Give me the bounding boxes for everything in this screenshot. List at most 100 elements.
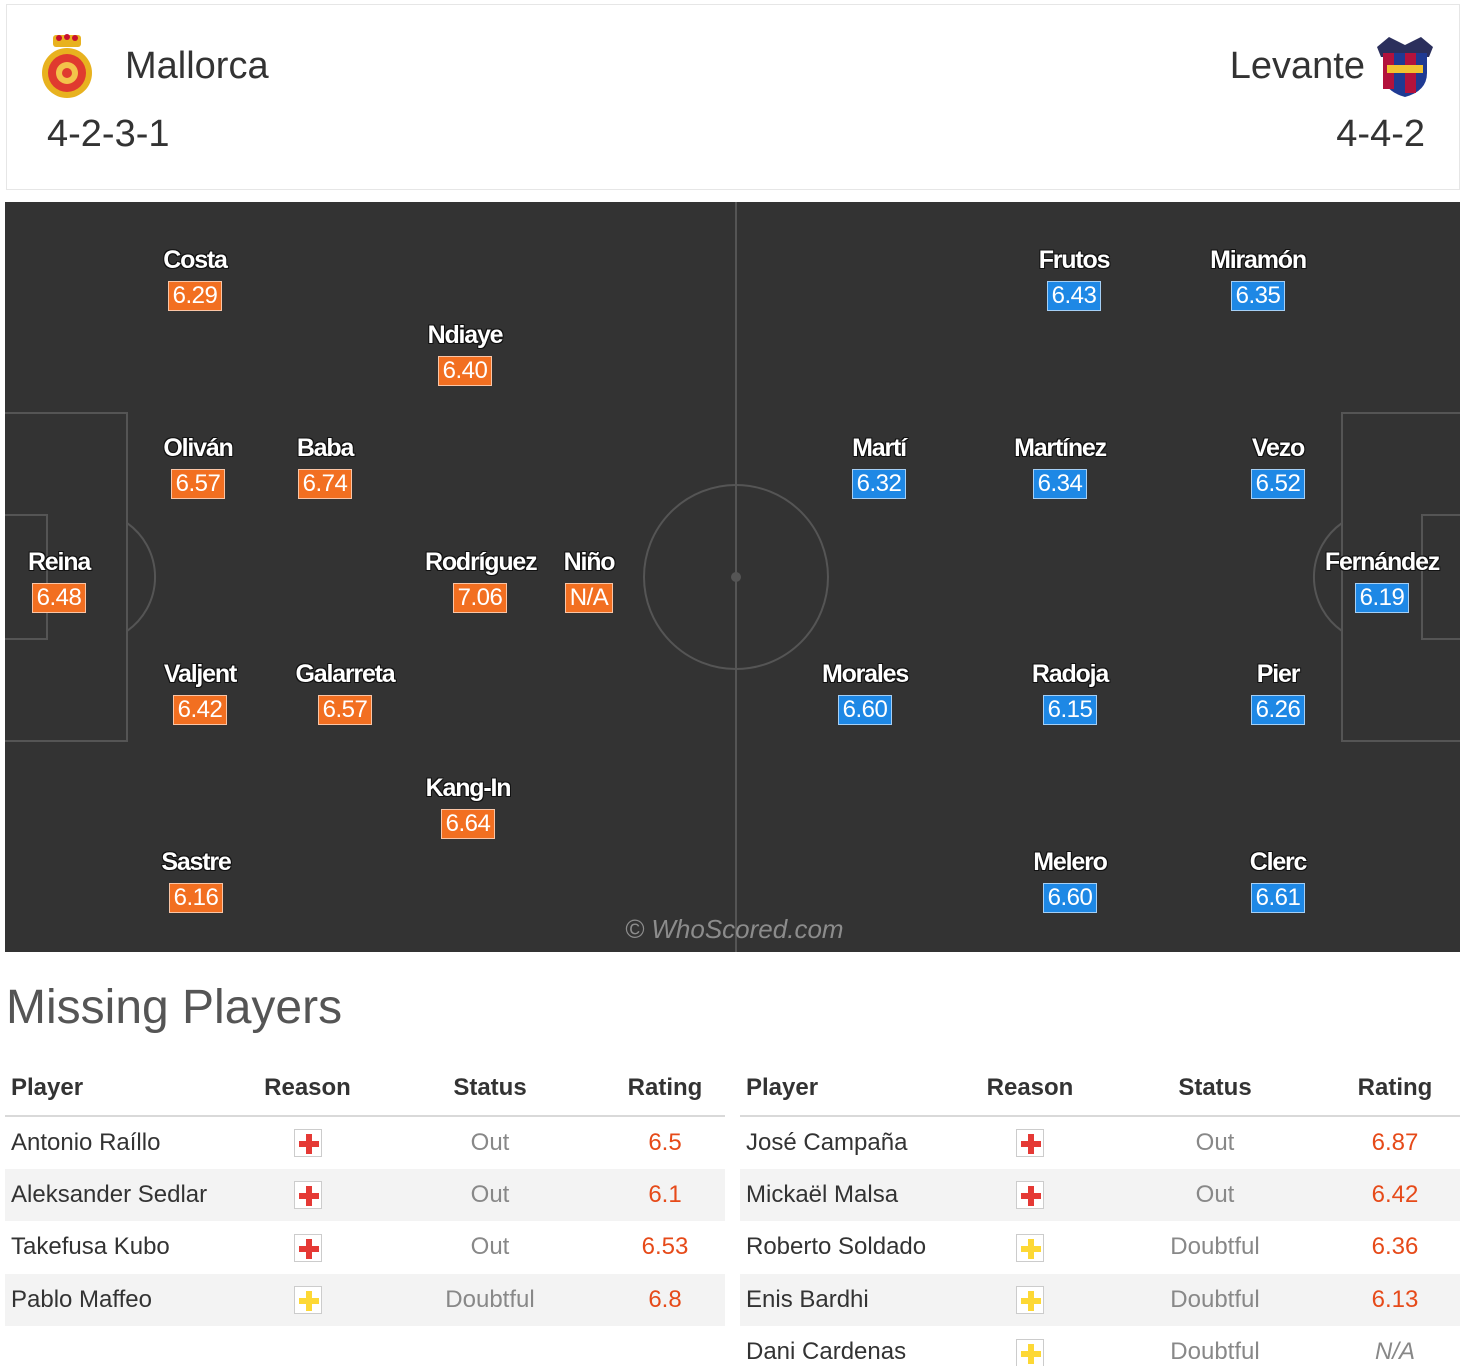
- rating: 6.42: [1330, 1168, 1460, 1221]
- injury-icon[interactable]: [1016, 1129, 1044, 1158]
- away-player[interactable]: Fernández 6.19: [1323, 548, 1441, 613]
- table-row: Mickaël Malsa Out 6.42: [740, 1168, 1460, 1221]
- doubtful-icon[interactable]: [293, 1286, 322, 1315]
- column-header-player[interactable]: Player: [5, 1060, 240, 1117]
- player-name: Radoja: [1031, 660, 1109, 688]
- player-name[interactable]: Pablo Maffeo: [5, 1273, 240, 1326]
- home-player[interactable]: Galarreta 6.57: [293, 660, 397, 725]
- player-rating: 6.52: [1250, 469, 1306, 499]
- player-rating: 6.16: [168, 883, 224, 913]
- player-name[interactable]: Dani Cardenas: [746, 1338, 907, 1366]
- table-header-row: Player Reason Status Rating: [740, 1060, 1460, 1117]
- column-header-reason[interactable]: Reason: [240, 1060, 375, 1117]
- player-rating: 6.34: [1032, 469, 1088, 499]
- player-name: Fernández: [1324, 548, 1440, 576]
- pitch-lines: [5, 202, 1460, 952]
- player-name[interactable]: José Campaña: [746, 1128, 908, 1156]
- reason-cell: [240, 1273, 375, 1326]
- player-rating: 6.26: [1250, 695, 1306, 725]
- away-player[interactable]: Vezo 6.52: [1245, 434, 1311, 499]
- injury-icon[interactable]: [293, 1181, 322, 1210]
- doubtful-icon[interactable]: [1016, 1286, 1044, 1315]
- away-player[interactable]: Clerc 6.61: [1245, 848, 1311, 913]
- doubtful-icon[interactable]: [1016, 1233, 1044, 1262]
- home-player[interactable]: Valjent 6.42: [160, 660, 240, 725]
- home-player[interactable]: Sastre 6.16: [160, 848, 232, 913]
- home-player[interactable]: Oliván 6.57: [160, 434, 236, 499]
- player-name[interactable]: Mickaël Malsa: [740, 1168, 960, 1221]
- home-team-name[interactable]: Mallorca: [125, 45, 269, 87]
- home-player[interactable]: Kang-In 6.64: [425, 774, 512, 839]
- player-name[interactable]: Enis Bardhi: [740, 1273, 960, 1326]
- rating: 6.53: [641, 1233, 689, 1261]
- home-player[interactable]: Baba 6.74: [293, 434, 357, 499]
- table-row: Antonio Raíllo Out 6.5: [5, 1116, 725, 1169]
- column-header-status[interactable]: Status: [1100, 1060, 1330, 1117]
- home-formation: 4-2-3-1: [47, 113, 170, 155]
- table-row: Enis Bardhi Doubtful 6.13: [740, 1273, 1460, 1326]
- away-player[interactable]: Miramón 6.35: [1205, 246, 1311, 311]
- home-player[interactable]: Costa 6.29: [160, 246, 230, 311]
- injury-icon[interactable]: [293, 1129, 322, 1158]
- player-rating: 6.43: [1046, 281, 1102, 311]
- reason-cell: [240, 1221, 375, 1274]
- player-name: Reina: [27, 548, 91, 576]
- table-row: Takefusa Kubo Out 6.53: [5, 1221, 725, 1274]
- player-name[interactable]: Aleksander Sedlar: [5, 1168, 240, 1221]
- away-team-name[interactable]: Levante: [1229, 45, 1365, 87]
- status: Out: [470, 1233, 510, 1261]
- away-player[interactable]: Pier 6.26: [1245, 660, 1311, 725]
- levante-crest-icon[interactable]: [1373, 33, 1437, 104]
- away-missing-table: Player Reason Status Rating José Campaña…: [740, 1060, 1460, 1366]
- status: Doubtful: [1170, 1338, 1260, 1366]
- player-name: Costa: [163, 246, 228, 274]
- player-rating: 6.40: [437, 356, 493, 386]
- player-rating: 6.35: [1230, 281, 1286, 311]
- player-name: Oliván: [163, 434, 233, 462]
- away-player[interactable]: Martí 6.32: [843, 434, 915, 499]
- away-player[interactable]: Melero 6.60: [1025, 848, 1115, 913]
- watermark: © WhoScored.com: [625, 914, 844, 944]
- player-name: Clerc: [1249, 848, 1308, 876]
- away-player[interactable]: Morales 6.60: [815, 660, 915, 725]
- player-rating: 6.42: [172, 695, 228, 725]
- doubtful-icon[interactable]: [1016, 1338, 1044, 1366]
- player-name[interactable]: Roberto Soldado: [746, 1233, 927, 1261]
- player-rating: 7.06: [452, 583, 508, 613]
- match-header: Mallorca 4-2-3-1 Levante 4-4-2: [6, 4, 1460, 190]
- rating: N/A: [1374, 1338, 1415, 1366]
- column-header-status[interactable]: Status: [375, 1060, 605, 1117]
- player-name: Martí: [852, 434, 907, 462]
- away-player[interactable]: Radoja 6.15: [1025, 660, 1115, 725]
- reason-cell: [960, 1326, 1100, 1366]
- player-name: Sastre: [161, 848, 231, 876]
- player-name: Rodríguez: [425, 548, 538, 576]
- player-name[interactable]: Takefusa Kubo: [11, 1233, 170, 1261]
- player-name[interactable]: Antonio Raíllo: [11, 1128, 161, 1156]
- player-rating: 6.48: [31, 583, 87, 613]
- player-rating: 6.19: [1354, 583, 1410, 613]
- injury-icon[interactable]: [1016, 1181, 1044, 1210]
- mallorca-crest-icon[interactable]: [39, 33, 95, 106]
- column-header-rating[interactable]: Rating: [1330, 1060, 1460, 1117]
- column-header-reason[interactable]: Reason: [960, 1060, 1100, 1117]
- player-rating: 6.57: [170, 469, 226, 499]
- player-rating: 6.64: [440, 809, 496, 839]
- reason-cell: [240, 1116, 375, 1169]
- player-rating: N/A: [564, 583, 614, 613]
- injury-icon[interactable]: [293, 1233, 322, 1262]
- column-header-player[interactable]: Player: [740, 1060, 960, 1117]
- missing-players-title: Missing Players: [6, 981, 343, 1034]
- table-header-row: Player Reason Status Rating: [5, 1060, 725, 1117]
- column-header-rating[interactable]: Rating: [605, 1060, 725, 1117]
- home-player[interactable]: Ndiaye 6.40: [425, 321, 505, 386]
- rating: 6.1: [605, 1168, 725, 1221]
- status: Out: [1195, 1128, 1235, 1156]
- player-name: Ndiaye: [427, 321, 504, 349]
- home-player[interactable]: Rodríguez 7.06: [425, 548, 538, 613]
- reason-cell: [960, 1221, 1100, 1274]
- away-player[interactable]: Martínez 6.34: [1005, 434, 1115, 499]
- away-player[interactable]: Frutos 6.43: [1033, 246, 1115, 311]
- home-player[interactable]: Reina 6.48: [27, 548, 91, 613]
- home-player[interactable]: Niño N/A: [559, 548, 619, 613]
